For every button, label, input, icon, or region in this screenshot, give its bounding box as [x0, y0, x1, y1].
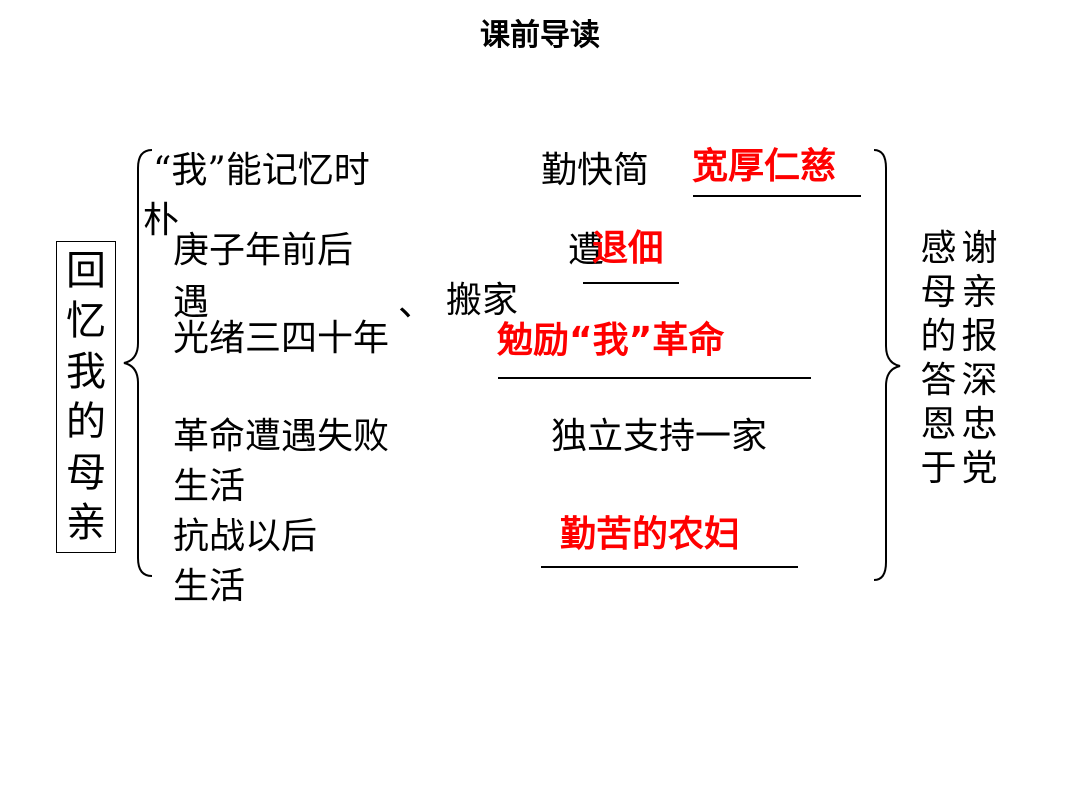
row3-event: 光绪三四十年 — [173, 318, 390, 359]
left-label-char: 的 — [66, 399, 106, 446]
left-brace — [123, 149, 153, 577]
row5-event: 抗战以后 — [173, 516, 318, 557]
right-label-char: 恩 — [920, 404, 957, 445]
right-label-char: 忠 — [961, 404, 998, 445]
right-brace — [873, 149, 901, 581]
right-label-char: 的 — [920, 316, 957, 357]
row4-trait: 独立支持一家 — [551, 416, 768, 457]
right-label-char: 答 — [920, 360, 957, 401]
row5-blank-line — [541, 566, 798, 568]
right-label-char: 深 — [961, 360, 998, 401]
row2-cont: 遇 — [173, 282, 210, 323]
left-label-char: 回 — [66, 247, 106, 294]
row3-answer: 勉励“我”革命 — [497, 320, 725, 361]
right-label-char: 母 — [920, 272, 957, 313]
row2-blank-line — [583, 282, 679, 284]
row1-event: “我”能记忆时 — [153, 150, 370, 191]
page-title: 课前导读 — [480, 18, 600, 53]
right-label-char: 报 — [961, 316, 998, 357]
row1-wrap: 朴 — [143, 200, 180, 241]
row3-blank-line — [498, 377, 811, 379]
row2-trait: 遭 — [568, 230, 605, 271]
right-label-char: 感 — [920, 228, 957, 269]
left-label-char: 我 — [66, 348, 106, 395]
row5-answer: 勤苦的农妇 — [560, 514, 741, 555]
row2-answer: 退佃 — [592, 228, 665, 269]
row2-comma: 、 — [398, 283, 435, 324]
row2-trait2: 搬家 — [446, 280, 519, 321]
row1-blank-line — [693, 195, 861, 197]
left-label-char: 亲 — [66, 500, 106, 547]
right-label-char: 党 — [961, 448, 998, 489]
row5-cont: 生活 — [173, 566, 246, 607]
row2-event: 庚子年前后 — [173, 230, 354, 271]
right-label-char: 于 — [920, 448, 957, 489]
row4-cont: 生活 — [173, 466, 246, 507]
row1-trait: 勤快简 — [541, 150, 650, 191]
row1-answer: 宽厚仁慈 — [692, 146, 837, 187]
row4-event: 革命遭遇失败 — [173, 416, 390, 457]
left-label-box: 回 忆 我 的 母 亲 — [56, 241, 116, 553]
right-label: 感 谢 母 亲 的 报 答 深 恩 忠 于 党 — [918, 227, 1006, 491]
left-label-char: 母 — [66, 449, 106, 496]
right-label-char: 亲 — [961, 272, 998, 313]
right-label-char: 谢 — [961, 228, 998, 269]
left-label-char: 忆 — [66, 298, 106, 345]
